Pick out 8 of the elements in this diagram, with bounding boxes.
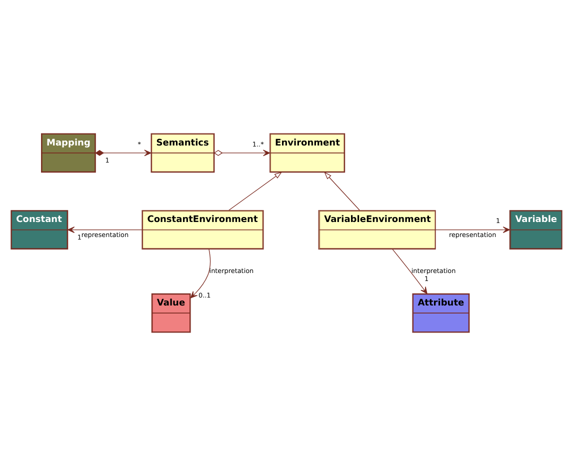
arrow xyxy=(68,226,142,232)
arrow xyxy=(214,149,270,156)
arrow xyxy=(392,248,428,294)
arrow xyxy=(324,171,360,210)
arrow xyxy=(228,171,282,210)
arrow xyxy=(435,226,510,232)
arrow xyxy=(95,149,152,156)
arrow xyxy=(190,248,211,298)
